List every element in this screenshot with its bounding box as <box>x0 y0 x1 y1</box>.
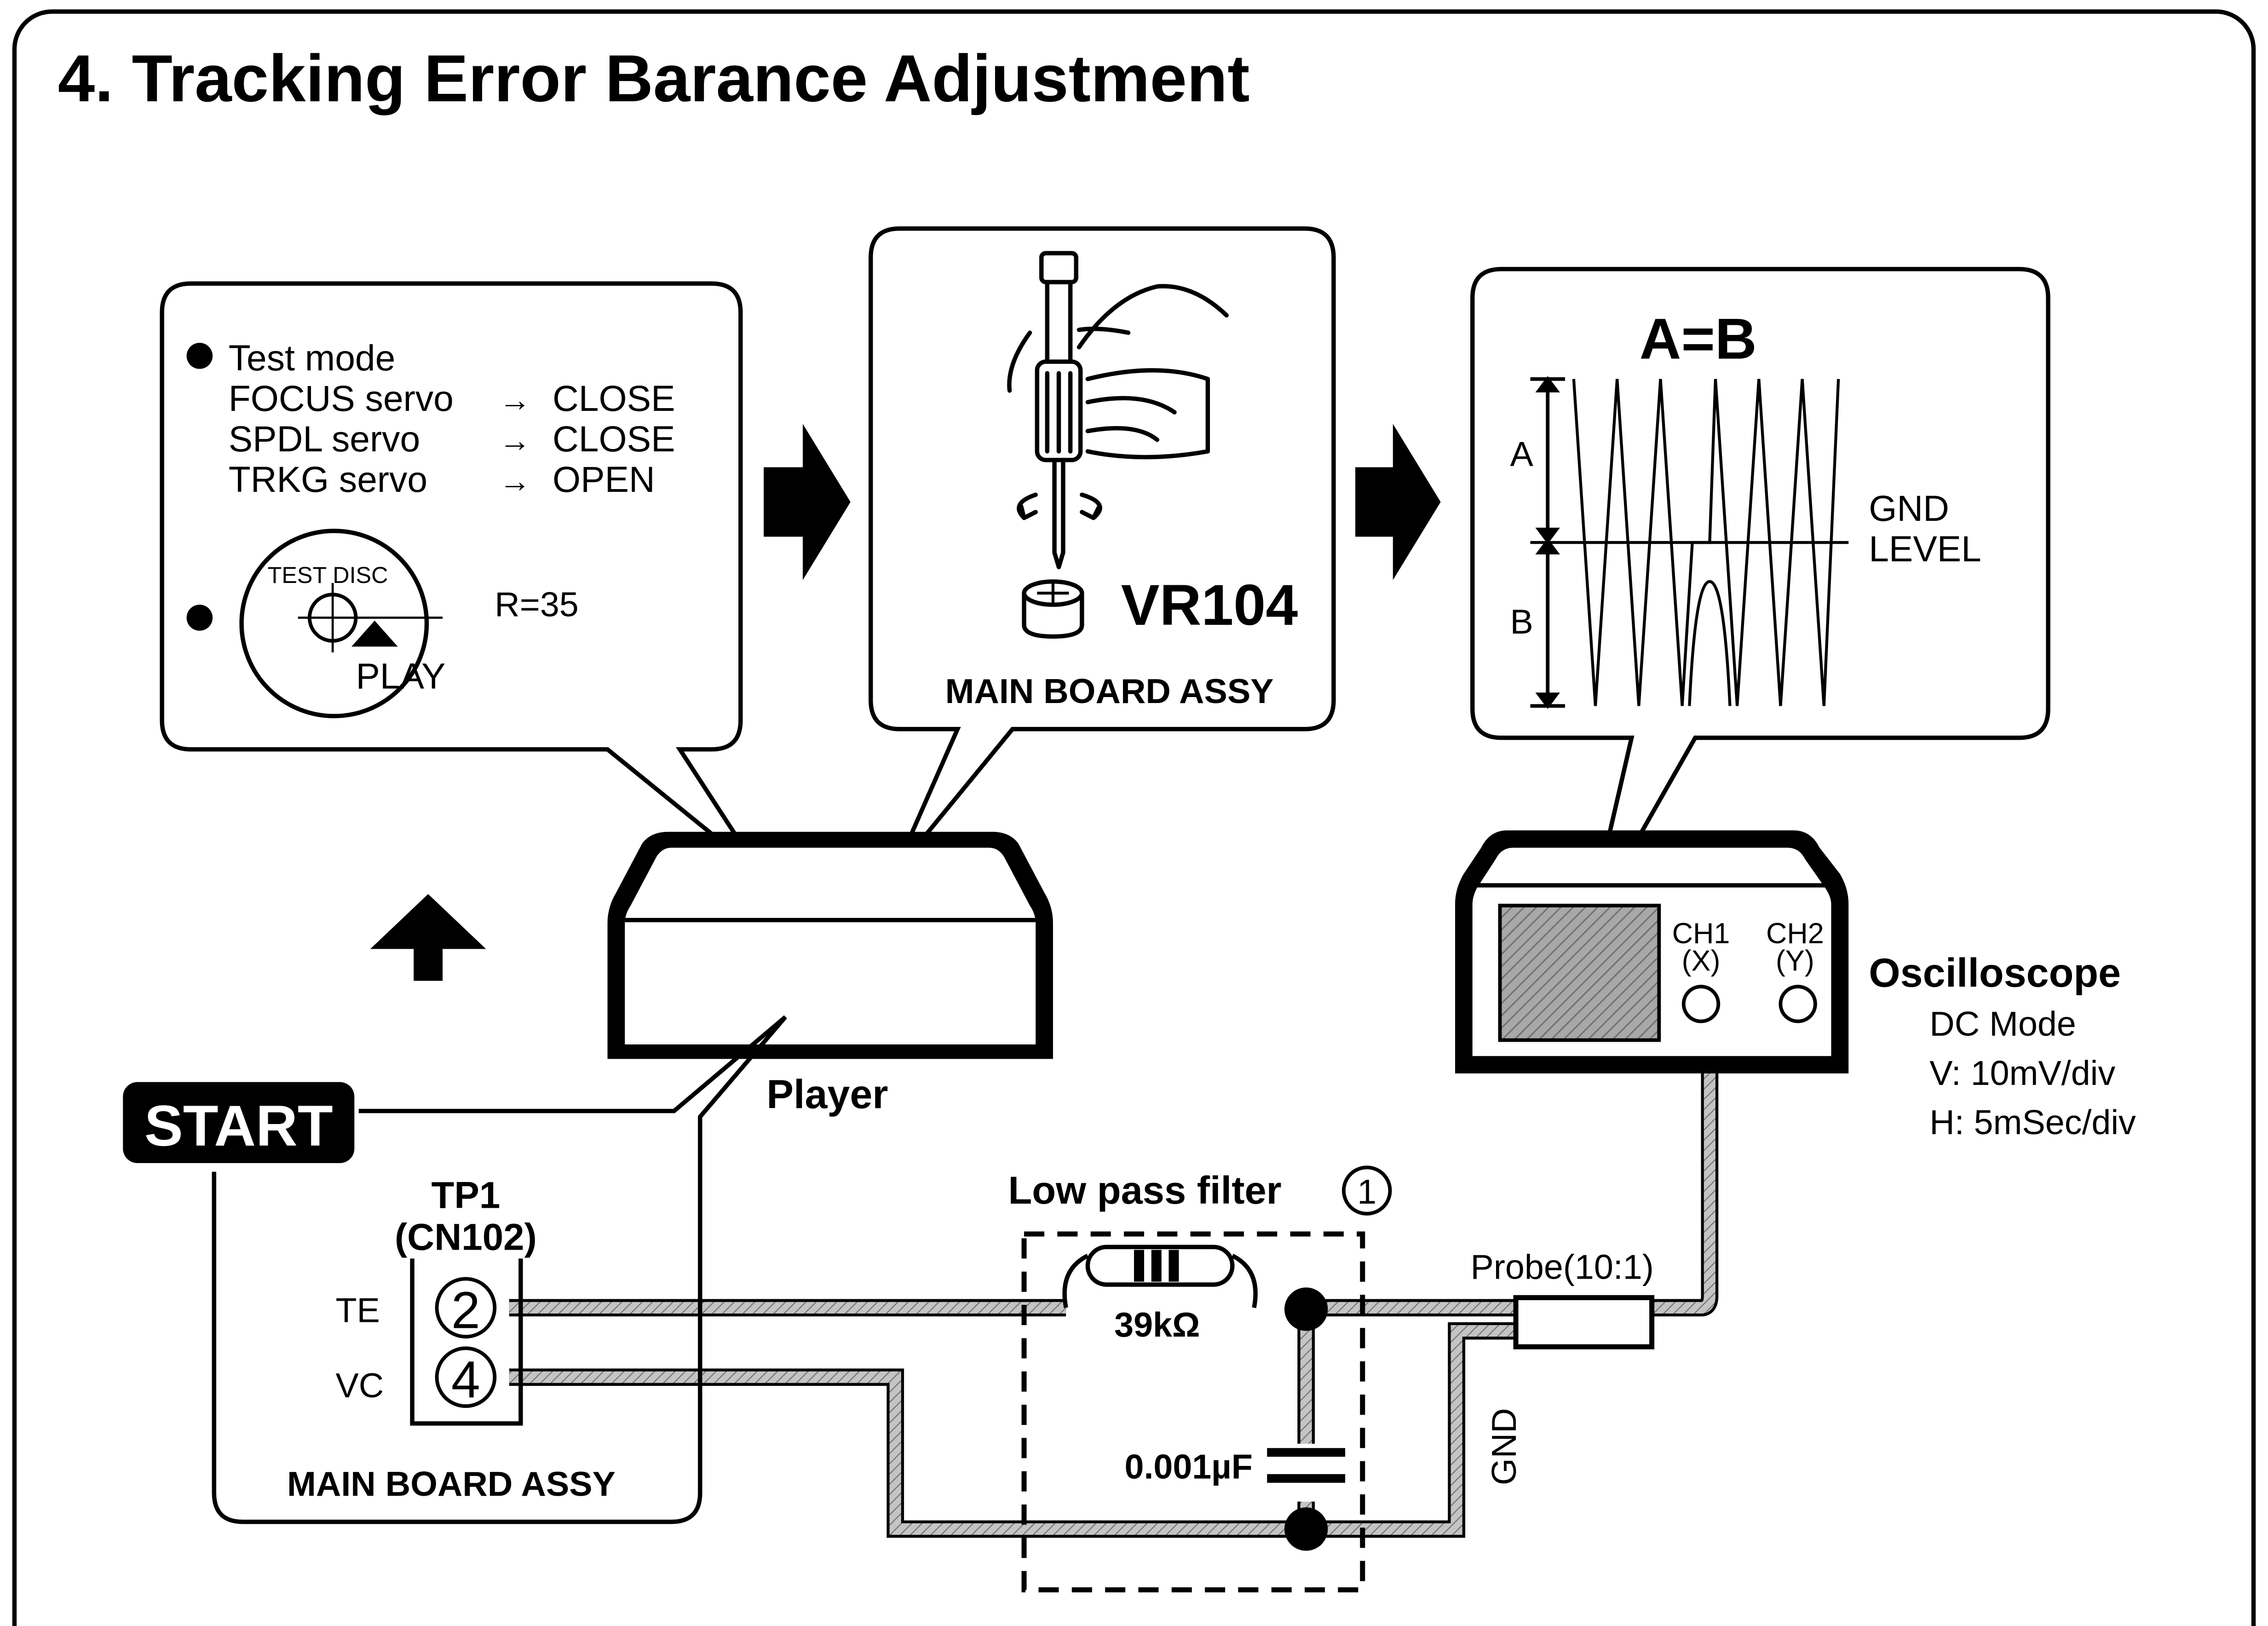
vc-label: VC <box>335 1366 384 1405</box>
oscilloscope-unit <box>1455 830 1849 1073</box>
ch1-connector-icon <box>1681 985 1721 1023</box>
waveform-trace <box>1572 379 1840 706</box>
filter-title: Low pass filter <box>1008 1168 1281 1212</box>
ch2-connector-icon <box>1779 985 1817 1023</box>
equation-label: A=B <box>1640 306 1757 371</box>
pin-te-number: 2 <box>451 1281 480 1339</box>
pin-vc-number: 4 <box>451 1350 480 1408</box>
capacitor-value: 0.001µF <box>1124 1447 1252 1486</box>
junction-bottom-icon <box>1284 1507 1328 1551</box>
arrow-icon: → <box>499 422 531 458</box>
r-value: R=35 <box>495 585 578 623</box>
waveform-bump <box>1688 580 1732 706</box>
flow-arrow-up-icon <box>370 894 486 981</box>
pin-2-icon <box>435 1277 497 1339</box>
filter-number-badge <box>1341 1165 1392 1216</box>
resistor-icon <box>1062 1245 1258 1309</box>
player-unit <box>607 831 1053 1059</box>
potentiometer-icon <box>1022 579 1084 639</box>
ch1-label-line1: CH1 <box>1672 917 1730 950</box>
bullet-icon <box>186 343 213 369</box>
te-label: TE <box>335 1291 380 1330</box>
filter-number: 1 <box>1357 1172 1376 1211</box>
ch2-label-line2: (Y) <box>1776 945 1814 977</box>
amplitude-markers <box>1530 376 1565 709</box>
tp-label-line2: (CN102) <box>395 1217 537 1258</box>
gnd-level-line2: LEVEL <box>1869 529 1981 569</box>
vr-label: VR104 <box>1121 572 1298 637</box>
ch2-label-line1: CH2 <box>1766 917 1824 950</box>
play-label: PLAY <box>356 656 445 697</box>
player-label: Player <box>766 1071 888 1117</box>
flow-arrow-right-icon <box>764 424 851 580</box>
gnd-cable-label: GND <box>1485 1408 1523 1485</box>
bullet-icon <box>186 605 213 631</box>
vr-callout: VR104 MAIN BOARD ASSY <box>869 226 1336 876</box>
label-b: B <box>1510 602 1533 641</box>
screwdriver-hand-icon <box>1007 251 1229 570</box>
test-disc-icon <box>239 529 443 719</box>
trkg-servo-label: TRKG servo <box>229 459 427 500</box>
spdl-servo-value: CLOSE <box>553 419 675 459</box>
pin-4-icon <box>435 1346 497 1408</box>
resistor-value: 39kΩ <box>1114 1305 1200 1344</box>
start-label: START <box>144 1093 333 1158</box>
focus-servo-label: FOCUS servo <box>229 378 454 419</box>
filter-boundary <box>1021 1231 1365 1592</box>
oscilloscope-setting: V: 10mV/div <box>1929 1054 2115 1092</box>
page-title: 4. Tracking Error Barance Adjustment <box>58 41 1250 115</box>
gnd-level-line1: GND <box>1869 488 1949 529</box>
oscilloscope-screen <box>1498 904 1661 1042</box>
outer-frame <box>12 9 2256 1626</box>
junction-top-icon <box>1284 1287 1328 1331</box>
label-a: A <box>1510 434 1533 473</box>
probe-icon <box>1513 1295 1655 1349</box>
spdl-servo-label: SPDL servo <box>229 419 420 459</box>
test-disc-label: TEST DISC <box>268 562 388 588</box>
tp-board-label: MAIN BOARD ASSY <box>287 1465 616 1503</box>
cables <box>509 1024 1719 1538</box>
probe-label: Probe(10:1) <box>1470 1247 1653 1286</box>
vr-board-label: MAIN BOARD ASSY <box>945 672 1274 710</box>
trkg-servo-value: OPEN <box>553 459 655 500</box>
low-pass-filter: Low pass filter 1 39kΩ 0.001µF <box>1008 1165 1392 1592</box>
oscilloscope-setting: DC Mode <box>1929 1004 2076 1043</box>
focus-servo-value: CLOSE <box>553 378 675 419</box>
arrow-icon: → <box>499 463 531 499</box>
connector-outline <box>410 1258 523 1426</box>
ch1-label-line2: (X) <box>1682 945 1721 977</box>
oscilloscope-setting: H: 5mSec/div <box>1929 1103 2136 1142</box>
tp-callout <box>212 1015 787 1524</box>
tp-label-line1: TP1 <box>431 1174 500 1216</box>
waveform-callout: A=B A B GND LEVEL <box>1470 267 2050 927</box>
test-mode-callout: Test mode FOCUS servo → CLOSE SPDL servo… <box>160 281 763 876</box>
start-badge <box>123 1082 355 1163</box>
flow-arrow-right-icon <box>1355 424 1441 580</box>
test-mode-heading: Test mode <box>229 338 396 378</box>
oscilloscope-title: Oscilloscope <box>1869 950 2121 995</box>
arrow-icon: → <box>499 382 531 418</box>
